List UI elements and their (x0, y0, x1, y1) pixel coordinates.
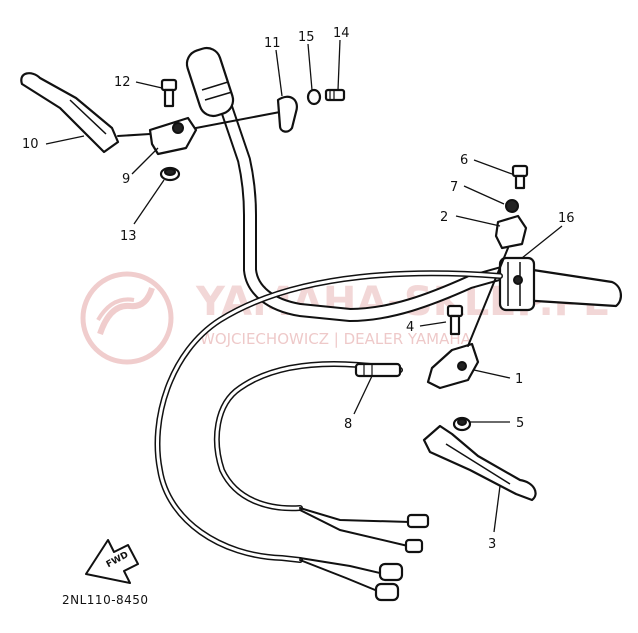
screw-14 (324, 88, 346, 102)
right-switch-grip (498, 256, 622, 312)
callout-8: 8 (344, 417, 352, 432)
left-grip (185, 46, 235, 118)
callout-4: 4 (406, 320, 414, 335)
clutch-switch-8 (354, 362, 402, 378)
clamp-11 (276, 95, 298, 133)
bolt-12 (160, 78, 178, 108)
bolt-6 (511, 164, 529, 190)
nut-5 (452, 416, 472, 432)
fwd-arrow: FWD (85, 539, 139, 584)
clutch-lever (20, 72, 120, 154)
brake-lever-3 (422, 424, 537, 502)
callout-labels: 1 2 3 4 5 6 7 8 9 10 11 12 13 14 15 16 (22, 26, 575, 552)
drawing-code: 2NL110-8450 (62, 593, 149, 607)
watermark-logo (80, 271, 174, 365)
callout-15: 15 (298, 30, 315, 45)
bolt-4 (446, 304, 464, 336)
callout-16: 16 (558, 211, 575, 226)
callout-13: 13 (120, 229, 137, 244)
washer-15 (306, 88, 322, 106)
callout-12: 12 (114, 75, 131, 90)
callout-leaders (45, 39, 563, 533)
washer-7 (505, 199, 519, 213)
callout-6: 6 (460, 153, 468, 168)
watermark-dealer: WOJCIECHOWICZ | DEALER YAMAHA (200, 330, 472, 348)
connectors (374, 513, 430, 602)
callout-2: 2 (440, 210, 448, 225)
callout-9: 9 (122, 172, 130, 187)
callout-10: 10 (22, 137, 39, 152)
callout-7: 7 (450, 180, 458, 195)
handlebar (185, 46, 527, 322)
holder-cap-2 (494, 214, 528, 250)
cables (154, 270, 503, 593)
callout-1: 1 (515, 372, 523, 387)
callout-14: 14 (333, 26, 350, 41)
callout-5: 5 (516, 416, 524, 431)
callout-11: 11 (264, 36, 281, 51)
lever-holder-left (148, 116, 198, 156)
lever-holder-1 (426, 342, 480, 390)
callout-3: 3 (488, 537, 496, 552)
nut-13 (159, 166, 181, 182)
